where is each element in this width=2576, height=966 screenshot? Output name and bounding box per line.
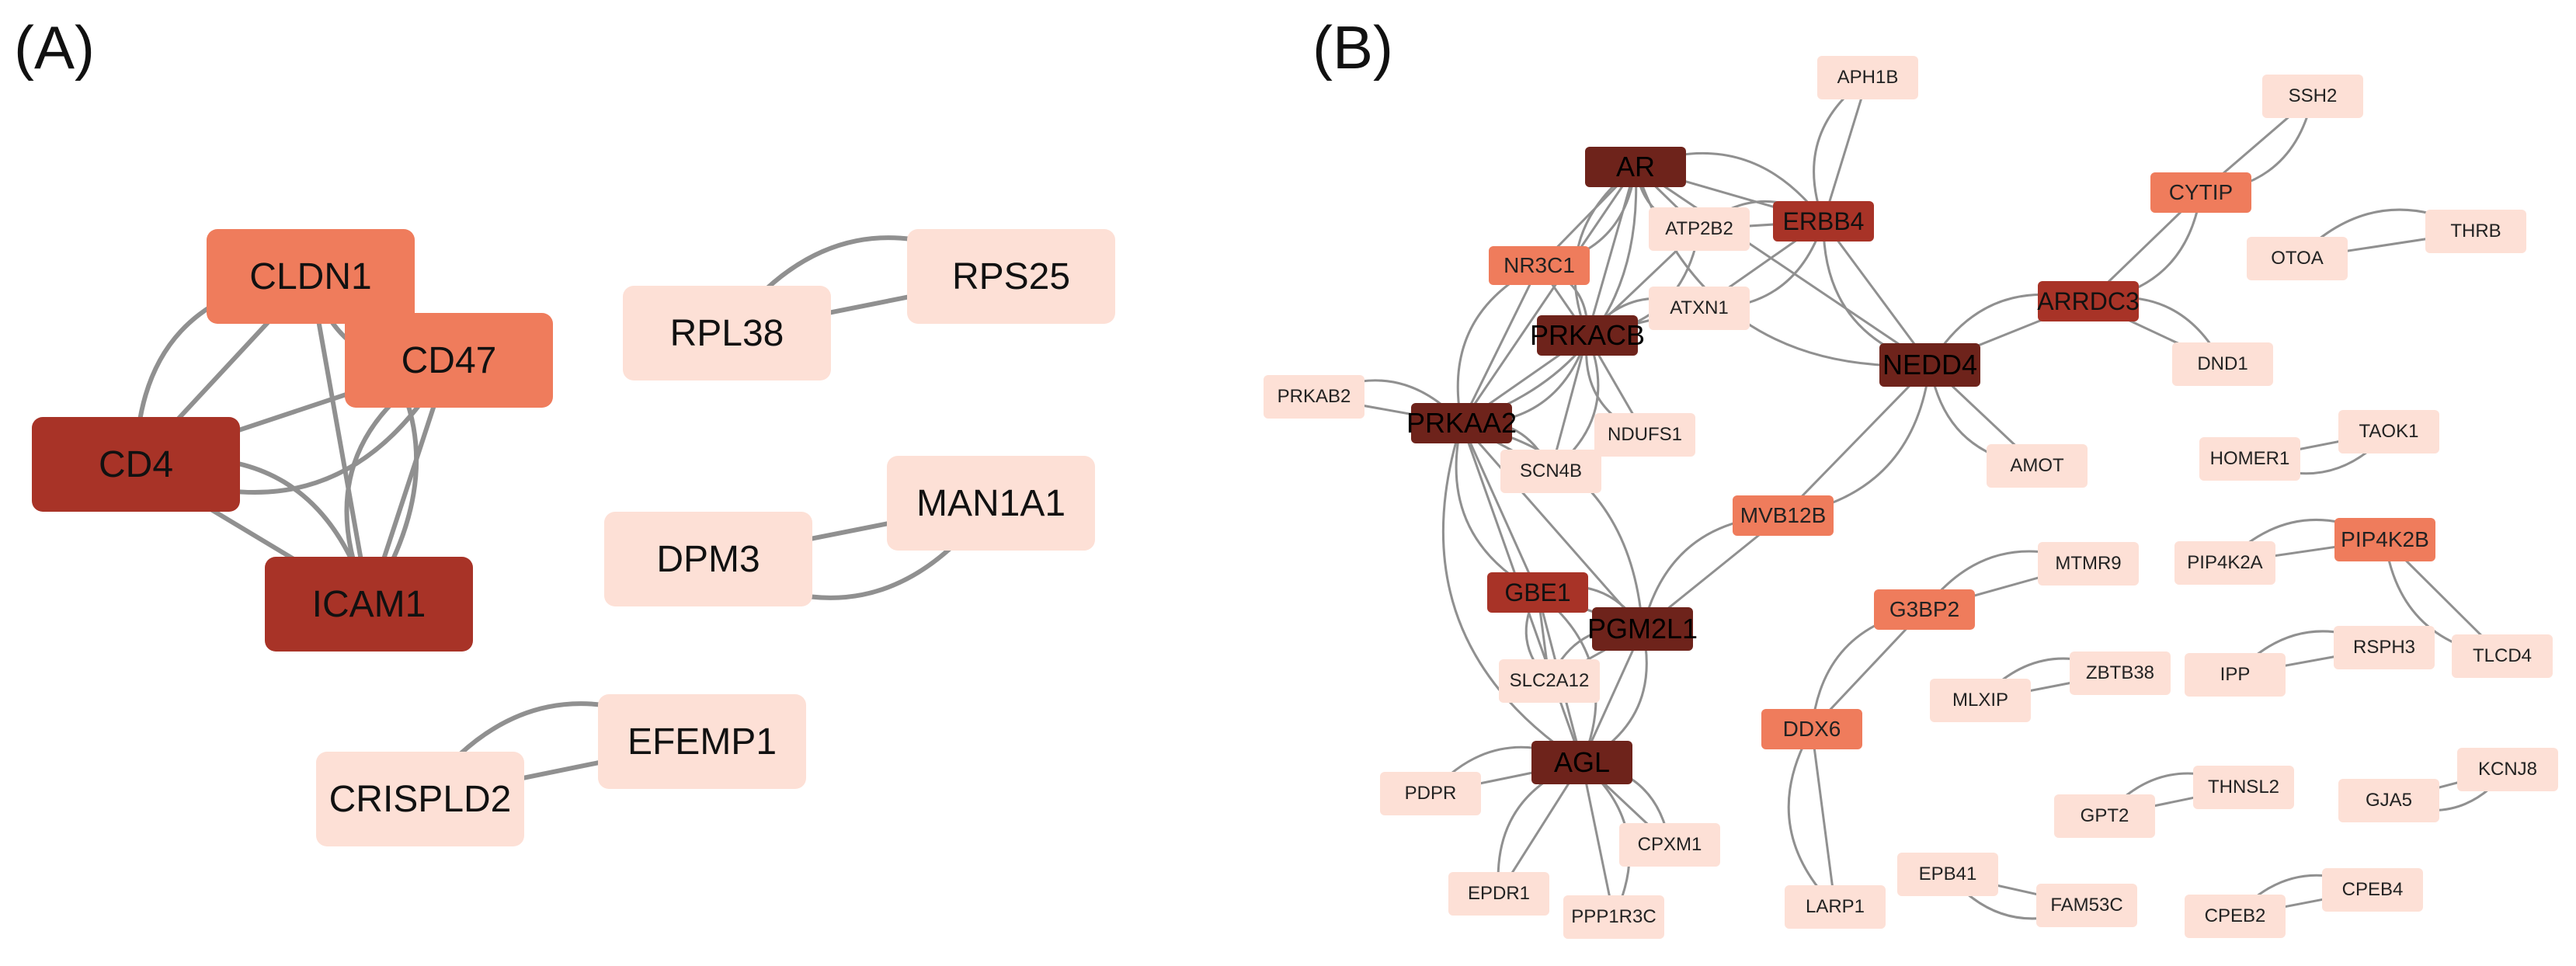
gene-node-prkacb[interactable]: PRKACB <box>1530 315 1645 356</box>
gene-node-pip4k2b[interactable]: PIP4K2B <box>2334 518 2435 561</box>
gene-node-pip4k2a[interactable]: PIP4K2A <box>2174 541 2275 585</box>
gene-node-epdr1[interactable]: EPDR1 <box>1448 872 1549 916</box>
gene-node-mlxip[interactable]: MLXIP <box>1930 679 2031 722</box>
gene-node-homer1[interactable]: HOMER1 <box>2199 437 2300 481</box>
gene-node-fam53c[interactable]: FAM53C <box>2036 884 2137 927</box>
gene-node-cytip[interactable]: CYTIP <box>2150 172 2251 213</box>
gene-node-aph1b[interactable]: APH1B <box>1817 56 1918 99</box>
gene-node-arrdc3[interactable]: ARRDC3 <box>2037 281 2140 321</box>
edge-prkacb-scn4b <box>1549 335 1589 472</box>
gene-node-ddx6[interactable]: DDX6 <box>1761 709 1862 749</box>
gene-node-icam1[interactable]: ICAM1 <box>265 557 473 652</box>
panel-label-b: (B) <box>1312 13 1393 82</box>
edge-pgm2l1-agl <box>1580 628 1644 763</box>
gene-node-g3bp2[interactable]: G3BP2 <box>1874 589 1975 630</box>
gene-node-pgm2l1[interactable]: PGM2L1 <box>1587 607 1698 651</box>
gene-node-cd47[interactable]: CD47 <box>345 313 553 408</box>
gene-node-tlcd4[interactable]: TLCD4 <box>2452 634 2553 678</box>
gene-node-amot[interactable]: AMOT <box>1987 444 2088 488</box>
gene-node-rps25[interactable]: RPS25 <box>907 229 1115 324</box>
gene-node-ppp1r3c[interactable]: PPP1R3C <box>1563 895 1664 939</box>
gene-node-dnd1[interactable]: DND1 <box>2172 342 2273 386</box>
gene-node-nr3c1[interactable]: NR3C1 <box>1489 246 1590 285</box>
gene-node-cldn1[interactable]: CLDN1 <box>207 229 415 324</box>
gene-node-erbb4[interactable]: ERBB4 <box>1773 201 1874 242</box>
edge-curve-prkaa2-agl <box>1441 422 1583 764</box>
gene-node-agl[interactable]: AGL <box>1531 741 1632 784</box>
gene-node-nedd4[interactable]: NEDD4 <box>1879 343 1980 387</box>
gene-node-ndufs1[interactable]: NDUFS1 <box>1594 413 1695 457</box>
gene-node-thnsl2[interactable]: THNSL2 <box>2193 766 2294 809</box>
gene-node-cpxm1[interactable]: CPXM1 <box>1619 823 1720 867</box>
gene-node-slc2a12[interactable]: SLC2A12 <box>1499 659 1600 703</box>
gene-node-taok1[interactable]: TAOK1 <box>2338 410 2439 453</box>
gene-node-atp2b2[interactable]: ATP2B2 <box>1649 207 1750 251</box>
edge-erbb4-nedd4 <box>1822 221 1931 366</box>
gene-node-gbe1[interactable]: GBE1 <box>1487 572 1588 613</box>
gene-node-mvb12b[interactable]: MVB12B <box>1733 495 1834 536</box>
gene-node-dpm3[interactable]: DPM3 <box>604 512 812 606</box>
gene-node-prkaa2[interactable]: PRKAA2 <box>1406 403 1517 443</box>
edge-agl-epdr1 <box>1497 762 1583 895</box>
edge-ar-prkaa2 <box>1460 166 1637 424</box>
gene-node-ipp[interactable]: IPP <box>2185 653 2286 697</box>
edge-nr3c1-prkaa2 <box>1460 265 1541 424</box>
gene-node-larp1[interactable]: LARP1 <box>1785 885 1886 929</box>
gene-node-efemp1[interactable]: EFEMP1 <box>598 694 806 789</box>
edge-erbb4-aph1b <box>1822 77 1869 222</box>
gene-node-ar[interactable]: AR <box>1585 147 1686 187</box>
gene-node-pdpr[interactable]: PDPR <box>1380 772 1481 815</box>
edge-cldn1-icam1 <box>308 276 371 605</box>
gene-node-otoa[interactable]: OTOA <box>2247 237 2348 280</box>
edge-ar-nedd4 <box>1635 165 1931 367</box>
edge-curve-ddx6-larp1 <box>1787 728 1837 909</box>
gene-node-mtmr9[interactable]: MTMR9 <box>2038 542 2139 586</box>
gene-node-man1a1[interactable]: MAN1A1 <box>887 456 1095 551</box>
gene-node-scn4b[interactable]: SCN4B <box>1500 450 1601 493</box>
panel-label-a: (A) <box>14 13 95 82</box>
edge-ar-prkacb <box>1586 166 1637 336</box>
gene-node-prkab2[interactable]: PRKAB2 <box>1264 375 1364 419</box>
gene-node-cd4[interactable]: CD4 <box>32 417 240 512</box>
edge-nedd4-mvb12b <box>1782 363 1931 517</box>
gene-node-epb41[interactable]: EPB41 <box>1897 853 1998 896</box>
gene-node-atxn1[interactable]: ATXN1 <box>1649 287 1750 330</box>
gene-node-gja5[interactable]: GJA5 <box>2338 779 2439 822</box>
gene-node-ssh2[interactable]: SSH2 <box>2262 75 2363 118</box>
gene-node-kcnj8[interactable]: KCNJ8 <box>2457 748 2558 791</box>
gene-node-rpl38[interactable]: RPL38 <box>623 286 831 380</box>
edge-prkaa2-pgm2l1 <box>1460 422 1644 630</box>
gene-node-cpeb4[interactable]: CPEB4 <box>2322 868 2423 912</box>
edge-agl-ppp1r3c <box>1580 762 1615 918</box>
gene-node-gpt2[interactable]: GPT2 <box>2054 794 2155 838</box>
gene-node-thrb[interactable]: THRB <box>2425 210 2526 253</box>
edge-ddx6-larp1 <box>1810 728 1837 908</box>
edge-prkaa2-gbe1 <box>1460 422 1539 593</box>
gene-node-zbtb38[interactable]: ZBTB38 <box>2070 652 2171 695</box>
gene-node-rsph3[interactable]: RSPH3 <box>2334 626 2435 669</box>
gene-node-crispld2[interactable]: CRISPLD2 <box>316 752 524 846</box>
gene-node-cpeb2[interactable]: CPEB2 <box>2185 895 2286 938</box>
